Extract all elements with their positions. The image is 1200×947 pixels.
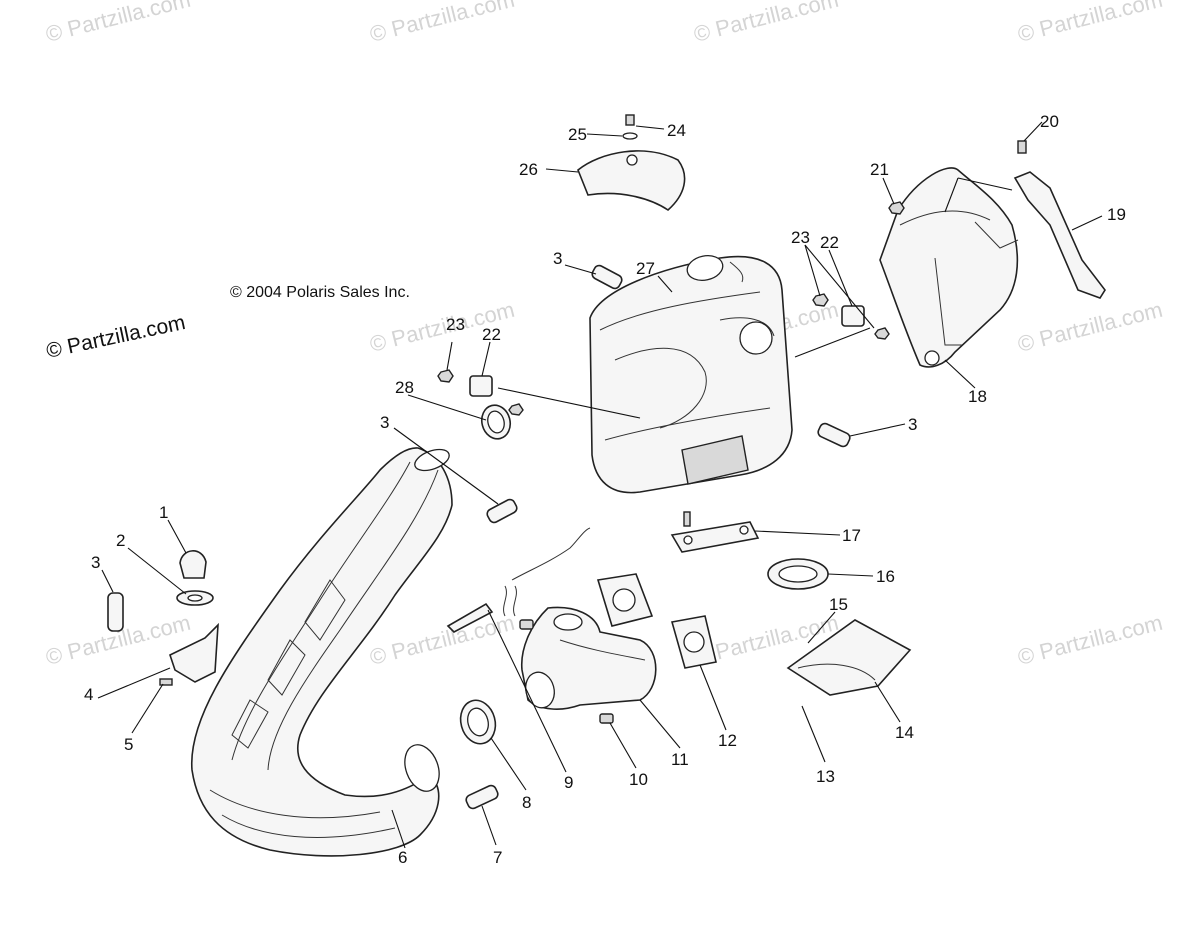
spring-parts bbox=[107, 264, 851, 810]
callout-6: 6 bbox=[398, 848, 407, 867]
leader-lines bbox=[97, 121, 1103, 849]
callout-7: 7 bbox=[493, 848, 502, 867]
callout-3: 3 bbox=[908, 415, 917, 434]
flange-gasket-parts bbox=[596, 573, 717, 669]
callout-23: 23 bbox=[791, 228, 810, 247]
callout-26: 26 bbox=[519, 160, 538, 179]
callout-13: 13 bbox=[816, 767, 835, 786]
callout-labels: 1 2 3 4 5 3 28 23 22 3 27 26 25 24 23 22… bbox=[84, 112, 1126, 867]
copyright-notice: © 2004 Polaris Sales Inc. bbox=[230, 284, 410, 301]
callout-8: 8 bbox=[522, 793, 531, 812]
callout-17: 17 bbox=[842, 526, 861, 545]
callout-5: 5 bbox=[124, 735, 133, 754]
watermark: © Partzilla.com bbox=[691, 0, 841, 47]
callout-19: 19 bbox=[1107, 205, 1126, 224]
callout-11: 11 bbox=[671, 750, 689, 769]
drain-plug-parts bbox=[159, 550, 219, 686]
callout-28: 28 bbox=[395, 378, 414, 397]
callout-2: 2 bbox=[116, 531, 125, 550]
mount-plate-part bbox=[670, 511, 760, 553]
head-pipe-part bbox=[191, 447, 453, 857]
callout-25: 25 bbox=[568, 125, 587, 144]
partzilla-brand: © Partzilla.com bbox=[44, 311, 187, 363]
lower-shield-part bbox=[786, 619, 912, 696]
callout-3: 3 bbox=[91, 553, 100, 572]
callout-9: 9 bbox=[564, 773, 573, 792]
callout-21: 21 bbox=[870, 160, 889, 179]
exhaust-manifold-part bbox=[520, 606, 657, 710]
callout-24: 24 bbox=[667, 121, 686, 140]
callout-22: 22 bbox=[482, 325, 501, 344]
rubber-mount-parts bbox=[469, 305, 865, 397]
watermark: © Partzilla.com bbox=[367, 0, 517, 47]
callout-3: 3 bbox=[380, 413, 389, 432]
watermark: © Partzilla.com bbox=[367, 610, 517, 670]
bracket-part bbox=[1013, 140, 1106, 299]
callout-15: 15 bbox=[829, 595, 848, 614]
callout-22: 22 bbox=[820, 233, 839, 252]
watermark: © Partzilla.com bbox=[1015, 297, 1165, 357]
callout-10: 10 bbox=[629, 770, 648, 789]
callout-14: 14 bbox=[895, 723, 914, 742]
bolt-and-washer-part bbox=[622, 114, 638, 140]
gasket-ring-part bbox=[767, 558, 829, 590]
muffler-part bbox=[589, 255, 793, 494]
callout-18: 18 bbox=[968, 387, 987, 406]
watermark: © Partzilla.com bbox=[1015, 0, 1165, 47]
watermark: © Partzilla.com bbox=[1015, 610, 1165, 670]
watermark: © Partzilla.com bbox=[43, 0, 193, 47]
callout-16: 16 bbox=[876, 567, 895, 586]
callout-27: 27 bbox=[636, 259, 655, 278]
callout-3: 3 bbox=[553, 249, 562, 268]
nut-parts bbox=[437, 201, 905, 416]
callout-1: 1 bbox=[159, 503, 168, 522]
sealing-ring-parts bbox=[459, 404, 512, 745]
callout-20: 20 bbox=[1040, 112, 1059, 131]
callout-12: 12 bbox=[718, 731, 737, 750]
callout-23: 23 bbox=[446, 315, 465, 334]
bolt-parts bbox=[519, 619, 614, 724]
callout-4: 4 bbox=[84, 685, 93, 704]
heat-shield-top-part bbox=[577, 150, 686, 212]
rear-heat-shield-part bbox=[879, 167, 1019, 368]
temperature-sensor-part bbox=[446, 527, 591, 633]
